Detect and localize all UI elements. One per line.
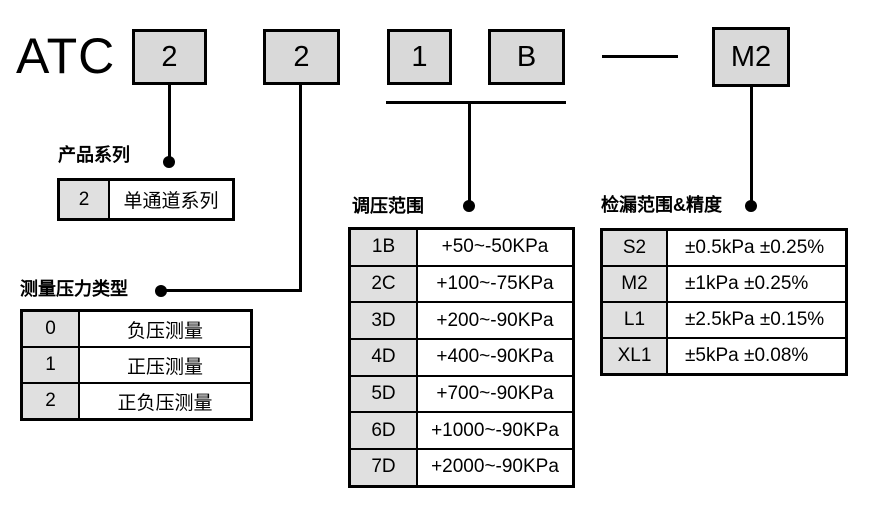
code-box-leak-grade-label: M2 [730,40,772,73]
row-desc-cell: +100~-75KPa [436,273,554,295]
row-desc-cell: 正压测量 [126,356,203,378]
row-desc-cell: 单通道系列 [123,191,219,212]
row-desc-cell: 正负压测量 [117,392,213,414]
code-box-range-digit: 1 [387,29,452,85]
row-code-cell: 2 [23,384,80,418]
connector-series-dot [163,156,175,168]
table-row: XL1 ±5kPa ±0.08% [603,339,845,373]
code-box-pressure-type-label: 2 [293,40,310,73]
table-row: 6D +1000~-90KPa [351,413,572,451]
table-row: 0 负压测量 [23,312,250,348]
row-desc-cell: +700~-90KPa [436,383,554,405]
code-box-range-digit-label: 1 [411,40,428,73]
product-series-table: 2 单通道系列 [57,178,235,221]
connector-range-vline [468,101,471,204]
row-code-cell: 5D [351,376,418,412]
table-row: 1 正压测量 [23,348,250,384]
row-desc-cell: ±5kPa ±0.08% [685,345,809,366]
section-label-pressure-type: 测量压力类型 [20,279,128,299]
table-row: L1 ±2.5kPa ±0.15% [603,303,845,339]
table-row: 1B +50~-50KPa [351,230,572,267]
row-desc-cell: ±2.5kPa ±0.15% [685,309,825,330]
row-code-cell: XL1 [603,339,668,373]
row-desc-cell: +1000~-90KPa [431,419,559,441]
code-box-series: 2 [132,29,207,85]
row-desc-cell: +200~-90KPa [436,309,554,331]
code-box-pressure-type: 2 [263,29,340,85]
row-code-cell: 1B [351,230,418,265]
section-label-leak-range: 检漏范围&精度 [601,195,722,215]
connector-range-dot [463,200,475,212]
code-box-range-letter: B [488,29,565,85]
connector-range-bracket [386,101,566,104]
table-row: 7D +2000~-90KPa [351,450,572,485]
connector-series-line [168,85,171,158]
row-code-cell: 6D [351,413,418,449]
code-box-leak-grade: M2 [712,27,790,87]
row-code-cell: S2 [603,231,668,265]
connector-leak-dot [745,200,757,212]
code-box-series-label: 2 [161,40,178,73]
row-code-cell: 0 [23,312,80,346]
table-row: 2C +100~-75KPa [351,266,572,304]
row-code-cell: 4D [351,340,418,375]
leak-range-table: S2 ±0.5kPa ±0.25% M2 ±1kPa ±0.25% L1 ±2.… [600,228,848,376]
connector-leak-vline [750,87,753,204]
row-code-cell: 2 [60,181,110,218]
pressure-type-table: 0 负压测量 1 正压测量 2 正负压测量 [20,309,253,421]
row-code-cell: M2 [603,267,668,301]
row-code-cell: L1 [603,303,668,337]
row-code-cell: 3D [351,303,418,339]
row-desc-cell: +2000~-90KPa [431,456,559,478]
row-desc-cell: ±0.5kPa ±0.25% [685,237,825,258]
row-desc-cell: ±1kPa ±0.25% [685,273,809,294]
row-desc-cell: 负压测量 [126,320,203,342]
row-code-cell: 7D [351,450,418,485]
connector-pressure-type-hline [161,289,302,292]
section-label-product-series: 产品系列 [58,145,130,165]
table-row: 2 正负压测量 [23,384,250,418]
table-row: 5D +700~-90KPa [351,376,572,414]
product-prefix: ATC [16,28,116,84]
row-code-cell: 1 [23,348,80,382]
table-row: 3D +200~-90KPa [351,303,572,341]
table-row: 2 单通道系列 [60,181,232,218]
code-box-range-letter-label: B [516,40,537,73]
section-label-regulation-range: 调压范围 [352,196,424,216]
table-row: 4D +400~-90KPa [351,340,572,377]
connector-pressure-type-dot [155,285,167,297]
row-desc-cell: +50~-50KPa [441,236,549,258]
code-separator-dash [602,55,678,58]
regulation-range-table: 1B +50~-50KPa 2C +100~-75KPa 3D +200~-90… [348,227,575,488]
row-code-cell: 2C [351,266,418,302]
table-row: M2 ±1kPa ±0.25% [603,267,845,303]
table-row: S2 ±0.5kPa ±0.25% [603,231,845,267]
row-desc-cell: +400~-90KPa [436,346,554,368]
connector-pressure-type-vline [299,85,302,292]
